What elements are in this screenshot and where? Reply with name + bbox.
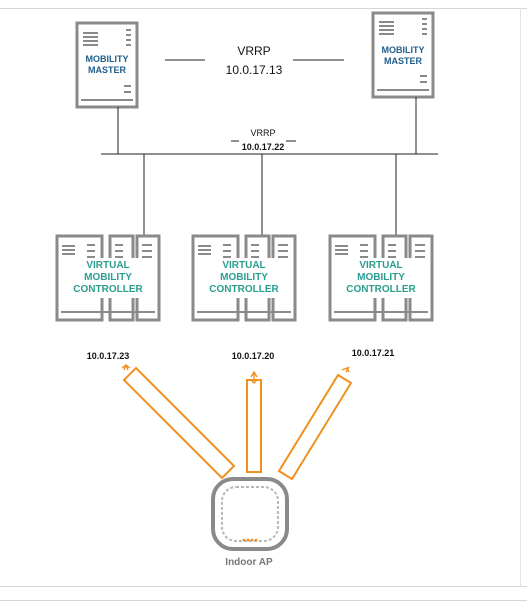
controller-center-line2: MOBILITY [220, 272, 268, 283]
controller-right-line2: MOBILITY [357, 272, 405, 283]
tunnel-right-arrow-icon [341, 366, 350, 373]
master-right-line2: MASTER [384, 56, 423, 66]
tunnel-center-arrow-icon [250, 370, 258, 384]
tunnel-left-arrow-icon [121, 364, 131, 371]
right-divider [520, 8, 521, 586]
tunnel-left [121, 364, 236, 480]
controller-left-line1: VIRTUAL [86, 260, 129, 271]
master-right-line1: MOBILITY [382, 45, 425, 55]
network-bus [101, 97, 438, 236]
master-left-line1: MOBILITY [86, 54, 129, 64]
controller-right-ip: 10.0.17.21 [352, 348, 395, 358]
vrrp-bus-label: VRRP [250, 128, 275, 138]
bottom-divider-2 [0, 600, 527, 601]
indoor-ap-icon [211, 477, 289, 551]
vrrp-master-link: VRRP 10.0.17.13 [165, 44, 344, 77]
mobility-master-left: MOBILITY MASTER [75, 21, 139, 109]
controller-center-line1: VIRTUAL [222, 260, 265, 271]
bottom-divider [0, 586, 527, 587]
controller-left-ip: 10.0.17.23 [87, 351, 130, 361]
controller-center-line3: CONTROLLER [209, 284, 279, 295]
controller-right: VIRTUAL MOBILITY CONTROLLER [328, 234, 434, 322]
controller-center: VIRTUAL MOBILITY CONTROLLER [191, 234, 297, 322]
master-left-line2: MASTER [88, 65, 127, 75]
vrrp-bus-ip: 10.0.17.22 [242, 142, 285, 152]
controller-center-ip: 10.0.17.20 [232, 351, 275, 361]
indoor-ap-label: Indoor AP [225, 557, 273, 568]
controller-left-line3: CONTROLLER [73, 284, 143, 295]
controller-right-line1: VIRTUAL [359, 260, 402, 271]
vrrp-top-ip: 10.0.17.13 [226, 63, 283, 77]
controller-right-line3: CONTROLLER [346, 284, 416, 295]
top-divider [0, 8, 527, 9]
controller-left: VIRTUAL MOBILITY CONTROLLER [55, 234, 161, 322]
tunnel-center [246, 370, 262, 473]
vrrp-top-label: VRRP [237, 44, 270, 58]
mobility-master-right: MOBILITY MASTER [371, 11, 435, 99]
tunnel-right [277, 366, 353, 481]
controller-left-line2: MOBILITY [84, 272, 132, 283]
